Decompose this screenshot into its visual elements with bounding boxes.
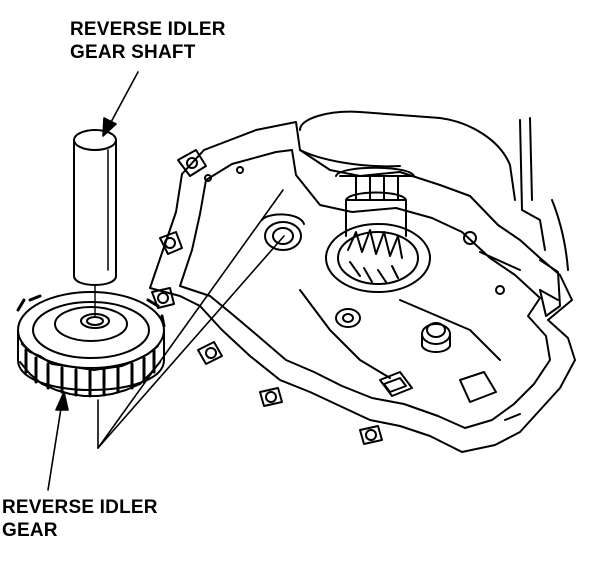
arrowhead-shaft [102,117,117,137]
label-reverse-idler-gear: REVERSE IDLER GEAR [2,496,158,542]
label-shaft-line2: GEAR SHAFT [70,42,196,63]
label-reverse-idler-gear-shaft: REVERSE IDLER GEAR SHAFT [70,18,226,64]
label-gear-line1: REVERSE IDLER [2,497,158,518]
callout-leaders [47,71,285,491]
label-gear-line2: GEAR [2,520,58,541]
arrowhead-gear [55,391,69,411]
transmission-case [149,110,576,453]
reverse-idler-gear [16,291,166,398]
reverse-idler-gear-shaft [73,129,117,286]
label-shaft-line1: REVERSE IDLER [70,19,226,40]
